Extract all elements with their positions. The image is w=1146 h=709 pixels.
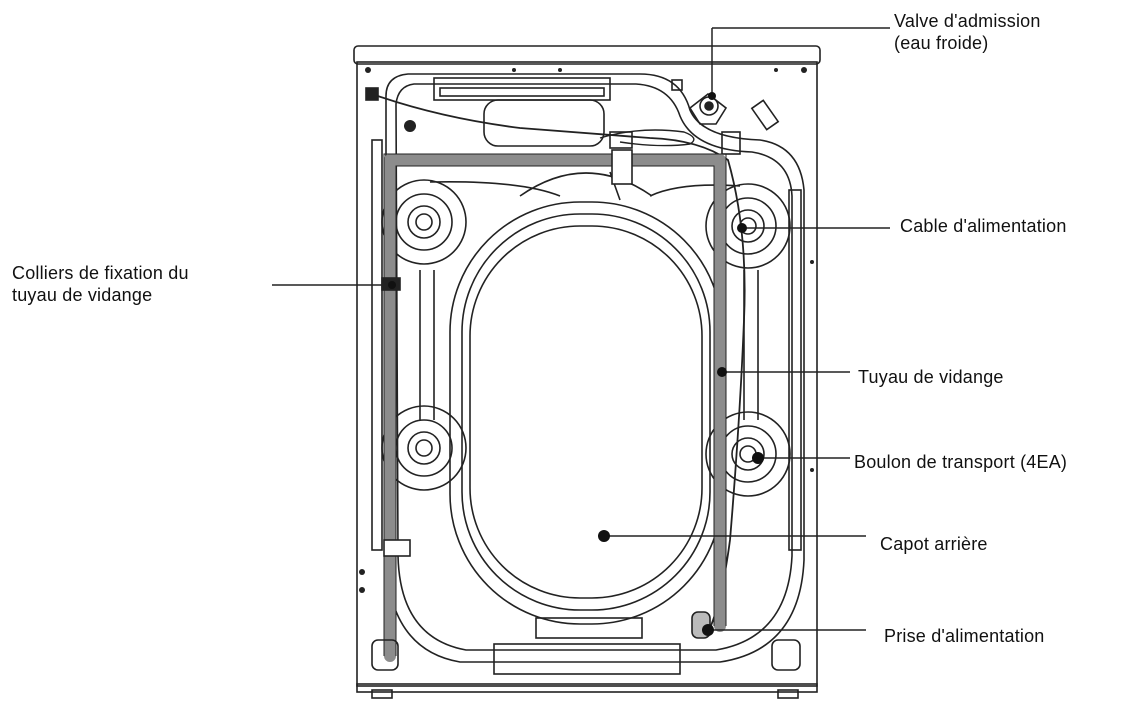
power-cable-loop [599, 129, 695, 147]
dot-transport-bolt [752, 452, 764, 464]
rear-cover-outer [449, 201, 723, 625]
spider-ribs [419, 171, 759, 420]
label-plate [750, 99, 780, 131]
right-rail [788, 189, 802, 551]
bottom-bracket [535, 617, 643, 639]
label-hose-clips-line2: tuyau de vidange [12, 285, 153, 305]
cable-clamp-top [609, 131, 633, 149]
screw-holes [359, 67, 814, 593]
small-square [671, 79, 683, 91]
drain-hose-edge [383, 153, 727, 656]
cabinet-outline [356, 61, 818, 687]
cabinet-top-lid [353, 45, 821, 65]
bottom-left-port [371, 639, 399, 671]
hose-clip-lower [383, 539, 411, 557]
cabinet-base [356, 683, 818, 693]
label-inlet-valve-line1: Valve d'admission [894, 11, 1041, 31]
hose-connector-top [611, 149, 633, 185]
bottom-right-port [771, 639, 801, 671]
label-power-plug: Prise d'alimentation [884, 626, 1045, 646]
label-rear-cover: Capot arrière [880, 534, 988, 554]
drain-hose [384, 154, 726, 662]
label-drain-hose: Tuyau de vidange [858, 367, 1004, 387]
bottom-plate [493, 643, 681, 675]
rear-panel-inner-outline [395, 83, 793, 651]
dot-hose-clips [388, 281, 396, 289]
leader-dots [388, 92, 764, 636]
filter-box [483, 99, 605, 147]
dot-rear-cover [598, 530, 610, 542]
dot-power-plug [702, 624, 714, 636]
label-hose-clips-line1: Colliers de fixation du [12, 263, 189, 283]
foot-right [777, 689, 799, 699]
rear-panel-outline [385, 73, 805, 663]
label-inlet-valve: Valve d'admission (eau froide) [894, 10, 1041, 54]
left-rail [371, 139, 383, 551]
label-power-cable: Cable d'alimentation [900, 216, 1067, 236]
rear-cover-mid [461, 213, 711, 611]
cable-entry-block [365, 87, 379, 101]
label-transport-bolt: Boulon de transport (4EA) [854, 452, 1068, 472]
leader-lines [272, 27, 890, 631]
rear-cover-inner [469, 225, 703, 599]
dot-power-cable [737, 223, 747, 233]
label-hose-clips: Colliers de fixation du tuyau de vidange [12, 262, 189, 306]
top-bracket-inner [439, 87, 605, 97]
foot-left [371, 689, 393, 699]
dot-drain-hose [717, 367, 727, 377]
transport-bolt-top-left [381, 179, 467, 265]
power-cable [371, 93, 746, 629]
label-inlet-valve-line2: (eau froide) [894, 33, 989, 53]
dot-inlet-valve [708, 92, 716, 100]
transport-bolt-top-right [705, 183, 791, 269]
inlet-valve [688, 92, 728, 125]
cable-clamp-right [721, 131, 741, 155]
